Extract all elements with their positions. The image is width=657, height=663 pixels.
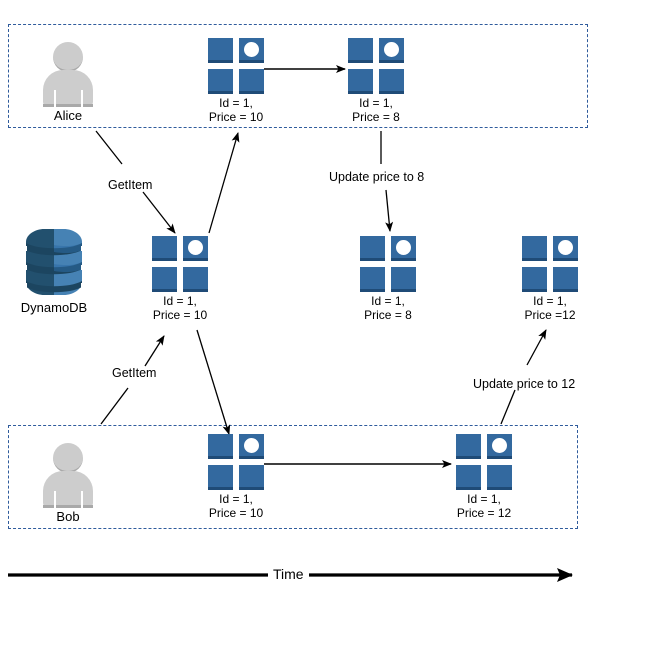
arrow-alice-getitem-lower — [142, 191, 176, 234]
item-db-2: Id = 1, Price = 8 — [360, 236, 416, 322]
item-label: Id = 1, Price = 12 — [456, 492, 512, 520]
item-alice-2: Id = 1, Price = 8 — [348, 38, 404, 124]
item-cell-bottom-right — [379, 69, 404, 94]
person-base-icon — [43, 505, 93, 508]
arrow-alice-getitem-upper — [95, 130, 123, 165]
swimlane-alice — [8, 24, 588, 128]
item-label: Id = 1, Price = 8 — [352, 96, 400, 124]
item-cell-top-left — [152, 236, 177, 261]
item-cell-bottom-right — [183, 267, 208, 292]
item-cell-bottom-left — [208, 465, 233, 490]
person-body-icon — [43, 70, 93, 106]
item-bob-1: Id = 1, Price = 10 — [208, 434, 264, 520]
item-cell-bottom-left — [456, 465, 481, 490]
person-head-icon — [53, 443, 83, 473]
item-cell-bottom-right — [239, 465, 264, 490]
arrow-alice-update-lower — [385, 189, 394, 232]
arrow-bob-getitem-upper — [144, 335, 165, 367]
edge-label-alice-getitem: GetItem — [108, 178, 153, 192]
person-head-icon — [53, 42, 83, 72]
item-db-1: Id = 1, Price = 10 — [152, 236, 208, 322]
item-label: Id = 1, Price = 10 — [208, 96, 264, 124]
item-circle-icon — [558, 240, 573, 255]
item-circle-icon — [244, 42, 259, 57]
item-circle-icon — [492, 438, 507, 453]
item-cell-top-left — [208, 38, 233, 63]
item-circle-icon — [384, 42, 399, 57]
person-arm-right-icon — [81, 491, 83, 507]
person-arm-right-icon — [81, 90, 83, 106]
dynamodb-database-icon — [18, 229, 90, 295]
edge-label-bob-getitem: GetItem — [112, 366, 157, 380]
actor-bob: Bob — [40, 443, 96, 524]
person-base-gap-left — [54, 104, 56, 107]
time-axis-label: Time — [268, 566, 309, 582]
arrow-bob-update-upper — [526, 329, 547, 366]
person-arm-left-icon — [54, 90, 56, 106]
actor-label-alice: Alice — [53, 108, 83, 123]
item-cell-top-left — [208, 434, 233, 459]
item-circle-icon — [188, 240, 203, 255]
item-label: Id = 1, Price = 8 — [364, 294, 412, 322]
item-label: Id = 1, Price = 10 — [208, 492, 264, 520]
item-cell-bottom-left — [522, 267, 547, 292]
edge-label-bob-update: Update price to 12 — [473, 377, 576, 391]
person-base-gap-right — [81, 104, 83, 107]
arrow-bob-update-lower — [500, 389, 516, 425]
item-cell-top-left — [522, 236, 547, 261]
person-arm-left-icon — [54, 491, 56, 507]
item-cell-bottom-right — [553, 267, 578, 292]
item-circle-icon — [396, 240, 411, 255]
person-body-icon — [43, 471, 93, 507]
person-base-gap-left — [54, 505, 56, 508]
datastore-dynamodb: DynamoDB — [18, 226, 90, 315]
item-db-3: Id = 1, Price =12 — [522, 236, 578, 322]
item-alice-1: Id = 1, Price = 10 — [208, 38, 264, 124]
arrow-bob-getitem-lower — [100, 387, 129, 425]
actor-alice: Alice — [40, 42, 96, 123]
actor-label-bob: Bob — [56, 509, 80, 524]
item-cell-top-left — [456, 434, 481, 459]
item-cell-bottom-right — [391, 267, 416, 292]
item-cell-bottom-left — [152, 267, 177, 292]
item-cell-bottom-left — [348, 69, 373, 94]
item-cell-bottom-right — [239, 69, 264, 94]
item-cell-bottom-right — [487, 465, 512, 490]
item-label: Id = 1, Price =12 — [524, 294, 576, 322]
item-label: Id = 1, Price = 10 — [152, 294, 208, 322]
swimlane-bob — [8, 425, 578, 529]
person-base-icon — [43, 104, 93, 107]
item-cell-bottom-left — [208, 69, 233, 94]
item-cell-top-left — [348, 38, 373, 63]
item-circle-icon — [244, 438, 259, 453]
arrow-db-to-alice-item1 — [208, 132, 240, 234]
item-cell-bottom-left — [360, 267, 385, 292]
arrow-db-to-bob-item1 — [196, 329, 231, 435]
item-bob-2: Id = 1, Price = 12 — [456, 434, 512, 520]
datastore-label: DynamoDB — [20, 300, 88, 315]
edge-label-alice-update: Update price to 8 — [329, 170, 425, 184]
item-cell-top-left — [360, 236, 385, 261]
person-base-gap-right — [81, 505, 83, 508]
